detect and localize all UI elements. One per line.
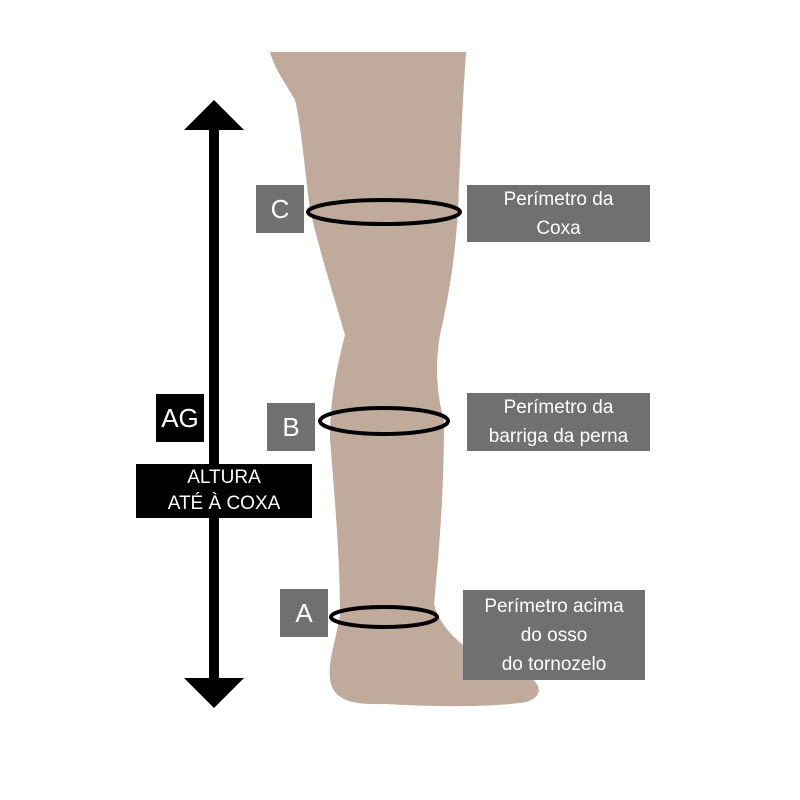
ag-badge: AG <box>156 394 204 442</box>
label-ankle-perimeter: Perímetro acima do osso do tornozelo <box>463 590 645 680</box>
ring-b <box>318 406 450 436</box>
altura-line-2: ATÉ À COXA <box>167 493 281 514</box>
label-ankle-line-1: Perímetro acima <box>484 595 624 617</box>
label-ankle-line-2: do osso <box>520 624 588 646</box>
altura-label: ALTURA ATÉ À COXA <box>136 464 312 518</box>
letter-a: A <box>295 597 313 628</box>
label-calf-perimeter: Perímetro da barriga da perna <box>467 393 650 451</box>
label-thigh-perimeter: Perímetro da Coxa <box>467 185 650 242</box>
ring-c <box>306 198 462 226</box>
label-calf-line-2: barriga da perna <box>488 426 629 447</box>
label-thigh-line-1: Perímetro da <box>503 188 614 210</box>
ag-code: AG <box>161 402 199 433</box>
label-thigh-line-2: Coxa <box>536 217 581 239</box>
letter-b-badge: B <box>267 403 315 451</box>
arrow-up-icon <box>184 100 244 130</box>
letter-c: C <box>270 193 290 224</box>
letter-b: B <box>282 411 300 442</box>
altura-line-1: ALTURA <box>187 467 261 488</box>
leg-silhouette <box>270 52 539 707</box>
label-ankle-line-3: do tornozelo <box>501 653 607 675</box>
ring-a <box>329 605 439 629</box>
arrow-down-icon <box>184 678 244 708</box>
label-calf-line-1: Perímetro da <box>503 397 614 418</box>
letter-c-badge: C <box>256 185 304 233</box>
letter-a-badge: A <box>280 589 328 637</box>
